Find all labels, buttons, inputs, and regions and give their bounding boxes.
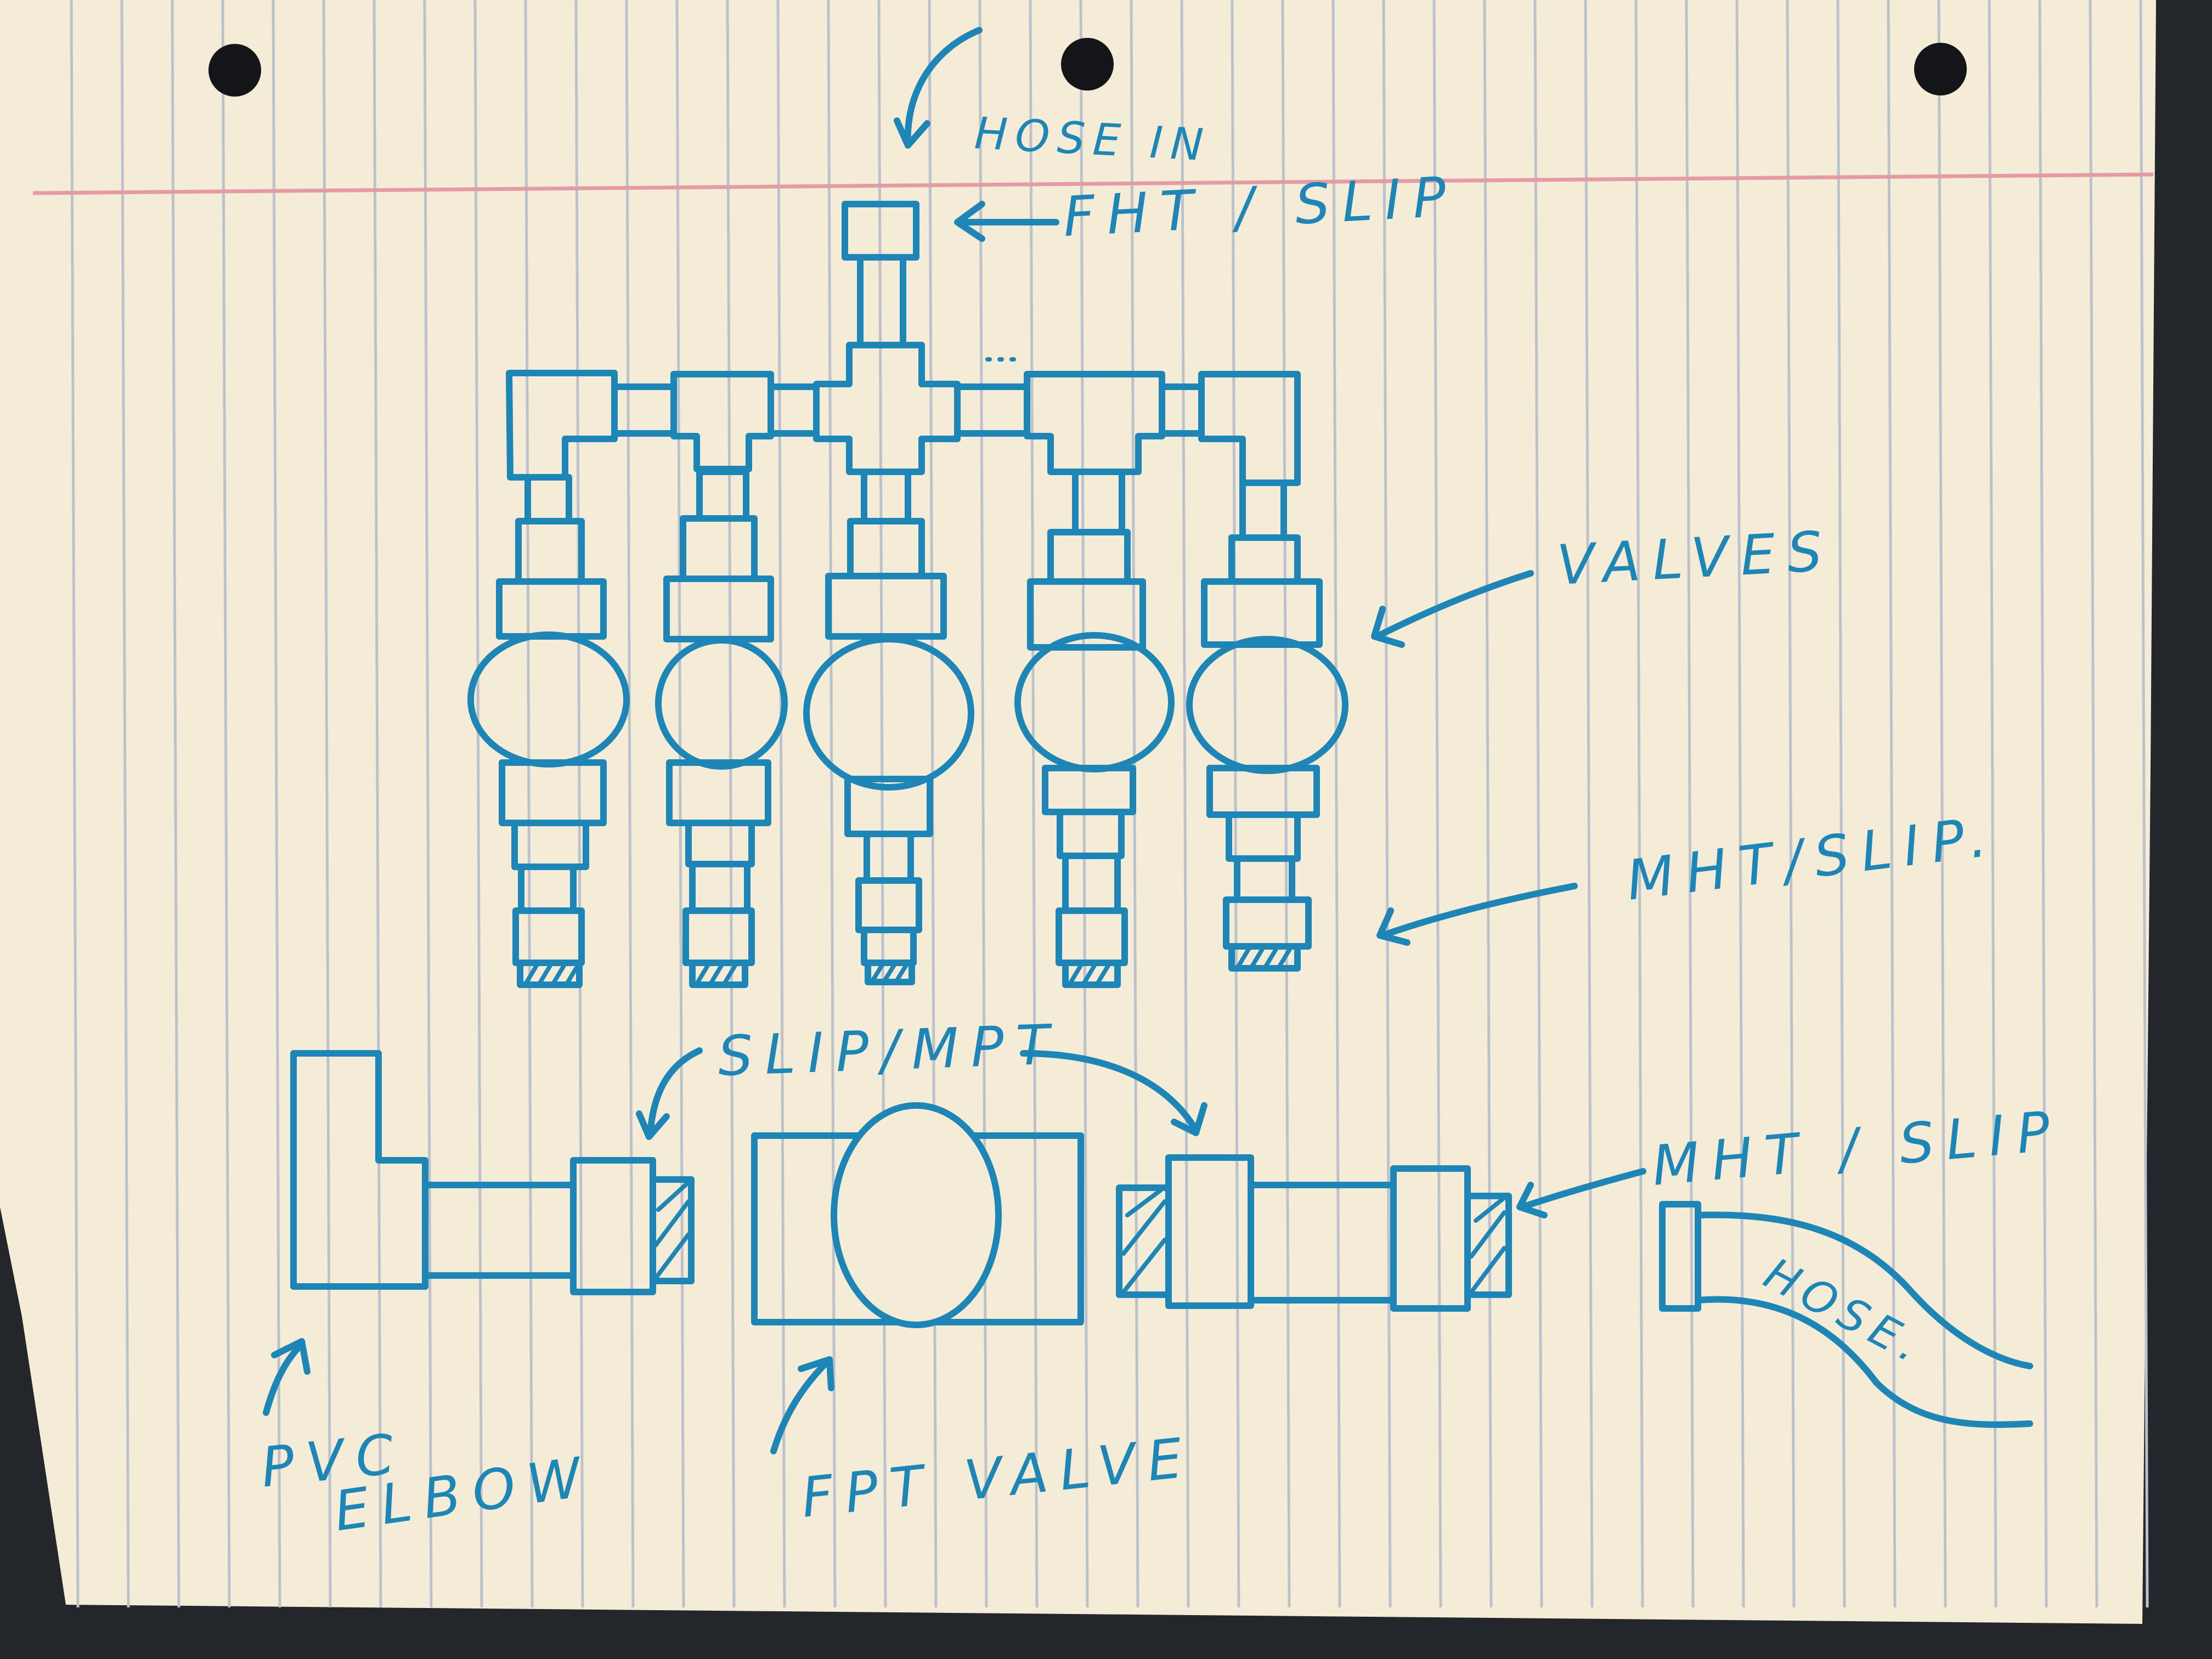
ruled-line (574, 0, 584, 1608)
arrow-pvc-elbow (263, 1338, 311, 1416)
arrow-slip-mpt-right (1020, 1050, 1207, 1136)
ruled-line (877, 0, 887, 1608)
ruled-line (978, 0, 988, 1608)
ruled-line (1029, 0, 1039, 1608)
valve-branch-4 (1014, 469, 1175, 988)
valve-handle-3 (803, 636, 974, 791)
ruled-line (221, 0, 231, 1608)
ruled-line (1937, 0, 1947, 1608)
thread-5 (1228, 943, 1301, 972)
punch-hole-center (1061, 38, 1114, 91)
ruled-line (827, 0, 837, 1608)
ruled-line (272, 0, 281, 1608)
valve-branch-2 (655, 469, 788, 988)
ruled-line (1281, 0, 1291, 1608)
ruled-line (373, 0, 382, 1608)
thread-left (650, 1176, 695, 1284)
ruled-line (1634, 0, 1644, 1608)
arrow-hose-in (894, 27, 983, 149)
ruled-line (473, 0, 483, 1608)
thread-4 (1062, 960, 1121, 988)
ruled-line (1988, 0, 1997, 1608)
ruled-line (1331, 0, 1341, 1608)
arrow-mht-slip-bottom (1516, 1168, 1646, 1218)
ruled-line (776, 0, 786, 1608)
ruled-line (1432, 0, 1442, 1608)
thread-3 (865, 960, 915, 985)
ruled-line (1735, 0, 1745, 1608)
valve-branch-3 (803, 469, 974, 985)
ruled-line (1685, 0, 1695, 1608)
ruled-line (2089, 0, 2098, 1608)
left-elbow-fitting (506, 370, 618, 481)
ruled-lines (70, 0, 2149, 1608)
ruled-line (2139, 0, 2149, 1608)
hose-outline (1695, 1211, 2033, 1428)
ruled-line (70, 0, 80, 1608)
left-tee-fitting (670, 371, 774, 472)
ruled-line (524, 0, 534, 1608)
valve-branch-1 (467, 474, 630, 988)
ruled-line (171, 0, 180, 1608)
ruled-line (120, 0, 130, 1608)
thread-end (1464, 1193, 1512, 1298)
fpt-valve-handle (831, 1102, 1002, 1328)
ruled-line (1180, 0, 1190, 1608)
label-hose-in: HOSE IN (973, 108, 1212, 171)
valve-branch-5 (1186, 479, 1348, 972)
ruled-line (423, 0, 433, 1608)
ruled-line (1584, 0, 1594, 1608)
thread-1 (517, 960, 583, 988)
arrow-valves (1371, 570, 1534, 648)
margin-line (32, 172, 2154, 195)
arrow-fht-slip (954, 201, 1059, 242)
ruled-line (1786, 0, 1796, 1608)
arrow-fpt-valve (770, 1356, 834, 1454)
label-slip-mpt: SLIP/MPT (717, 1012, 1063, 1088)
punch-hole-right (1914, 43, 1967, 95)
pvc-elbow (290, 1050, 428, 1290)
hose-connector (1659, 1201, 1701, 1312)
arrow-mht-slip-top (1376, 883, 1578, 946)
right-tee-fitting (1024, 371, 1165, 475)
ruled-line (1382, 0, 1392, 1608)
ruled-line (726, 0, 736, 1608)
ruled-line (322, 0, 332, 1608)
manifold-sketch (263, 27, 2033, 1454)
ruled-line (625, 0, 635, 1608)
ruled-line (1231, 0, 1240, 1608)
valve-handle-2 (655, 637, 788, 770)
ruled-line (1533, 0, 1543, 1608)
arrow-slip-mpt-left (636, 1047, 703, 1140)
ruled-line (2038, 0, 2048, 1608)
ruled-line (1483, 0, 1493, 1608)
label-pvc: PVC (258, 1421, 409, 1500)
ruled-line (1887, 0, 1897, 1608)
ruled-line (675, 0, 685, 1608)
ruled-line (1079, 0, 1089, 1608)
thread-2 (689, 960, 748, 988)
label-valves: VALVES (1555, 519, 1836, 597)
ruled-line (1836, 0, 1846, 1608)
punch-hole-left (208, 44, 261, 97)
